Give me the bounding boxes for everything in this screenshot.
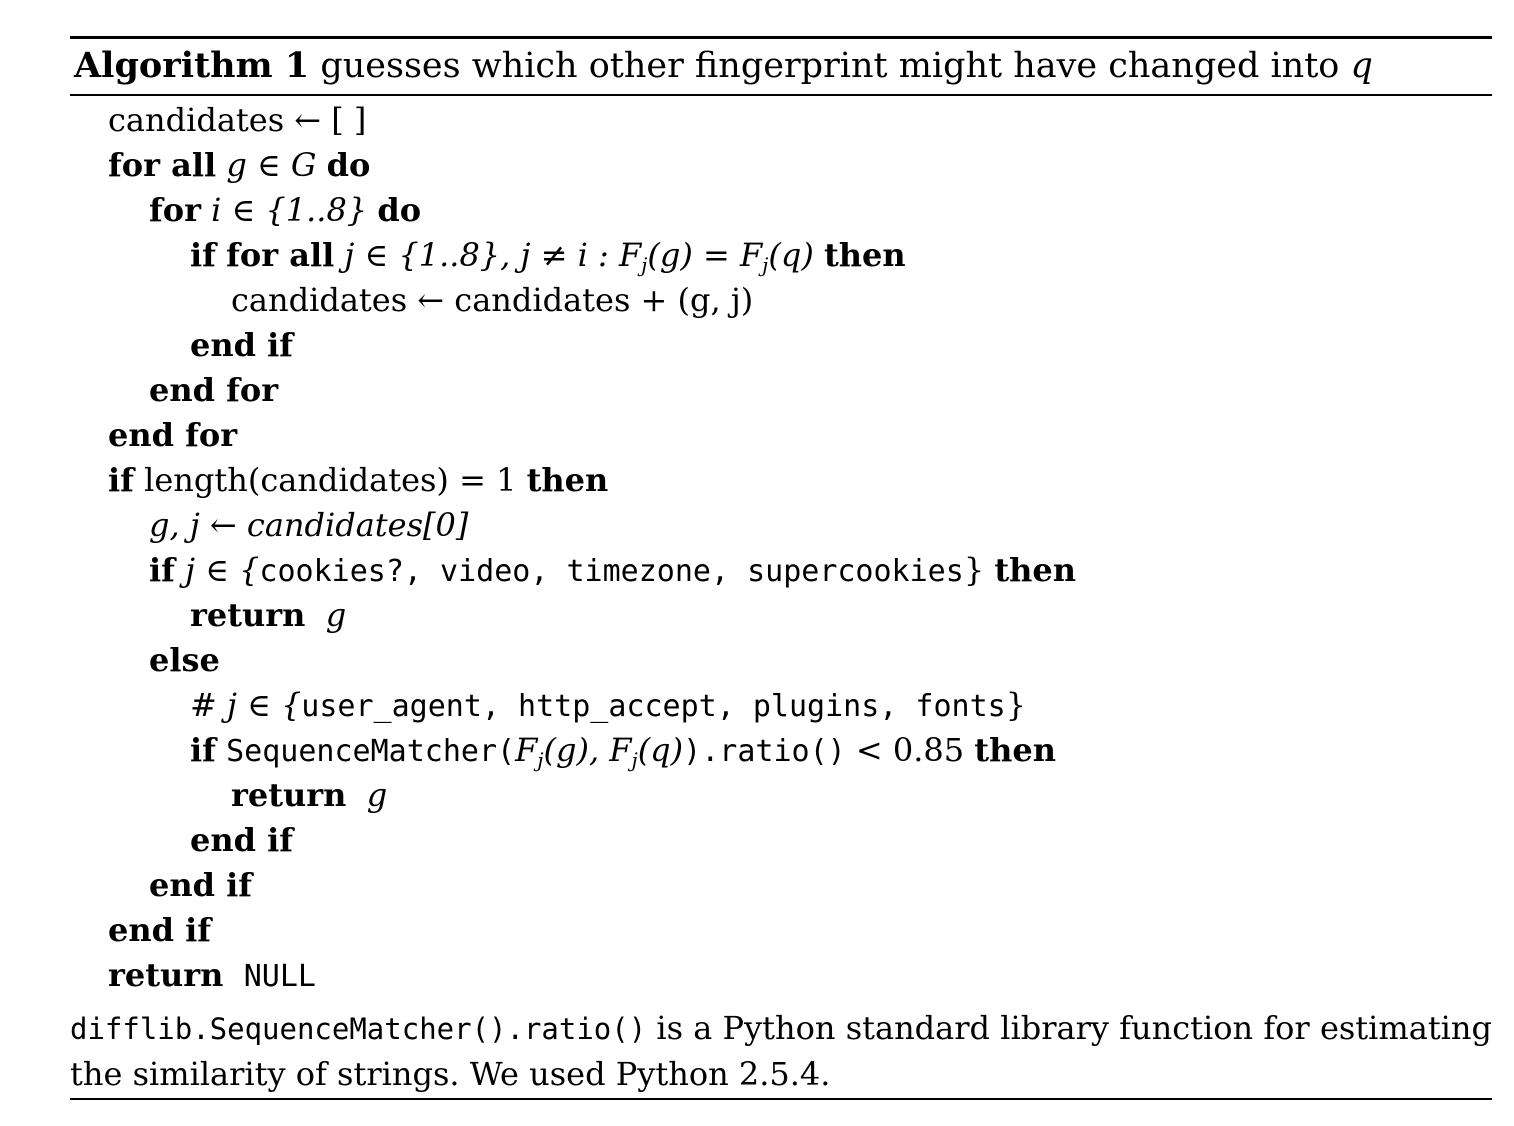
bottom-rule <box>70 1098 1492 1100</box>
algo-line-2: for all g ∈ G do <box>108 146 371 184</box>
algo-line-7: end for <box>149 371 279 409</box>
algo-line-4: if for all j ∈ {1..8}, j ≠ i : Fj(g) = F… <box>190 236 906 277</box>
algorithm-caption: Algorithm 1 guesses which other fingerpr… <box>74 42 1373 90</box>
algo-line-15: if SequenceMatcher(Fj(g), Fj(q)).ratio()… <box>190 731 1056 772</box>
algo-line-3: for i ∈ {1..8} do <box>149 191 422 229</box>
caption-text: guesses which other fingerprint might ha… <box>320 46 1340 86</box>
algo-line-6: end if <box>190 326 294 364</box>
algo-line-8: end for <box>108 416 238 454</box>
algo-line-16: return g <box>231 776 388 814</box>
caption-rule <box>70 94 1492 96</box>
footnote-text: is a Python standard library function fo… <box>70 1009 1493 1093</box>
algo-line-10: g, j ← candidates[0] <box>149 506 469 544</box>
caption-variable: q <box>1350 46 1373 86</box>
algo-line-9: if length(candidates) = 1 then <box>108 461 609 499</box>
footnote-code: difflib.SequenceMatcher().ratio() <box>70 1012 647 1046</box>
algo-line-1: candidates ← [ ] <box>108 101 367 139</box>
algo-line-19: end if <box>108 911 212 949</box>
top-rule <box>70 36 1492 39</box>
algo-line-14: # j ∈ {user_agent, http_accept, plugins,… <box>190 686 1027 724</box>
algo-line-11: if j ∈ {cookies?, video, timezone, super… <box>149 551 1077 589</box>
algo-line-17: end if <box>190 821 294 859</box>
algo-line-5: candidates ← candidates + (g, j) <box>231 281 754 319</box>
algo-line-13: else <box>149 641 220 679</box>
algo-line-18: end if <box>149 866 253 904</box>
algo-line-20: return NULL <box>108 956 316 994</box>
algo-line-12: return g <box>190 596 347 634</box>
algorithm-footnote: difflib.SequenceMatcher().ratio() is a P… <box>70 1006 1492 1097</box>
algorithm-label: Algorithm 1 <box>74 45 310 86</box>
